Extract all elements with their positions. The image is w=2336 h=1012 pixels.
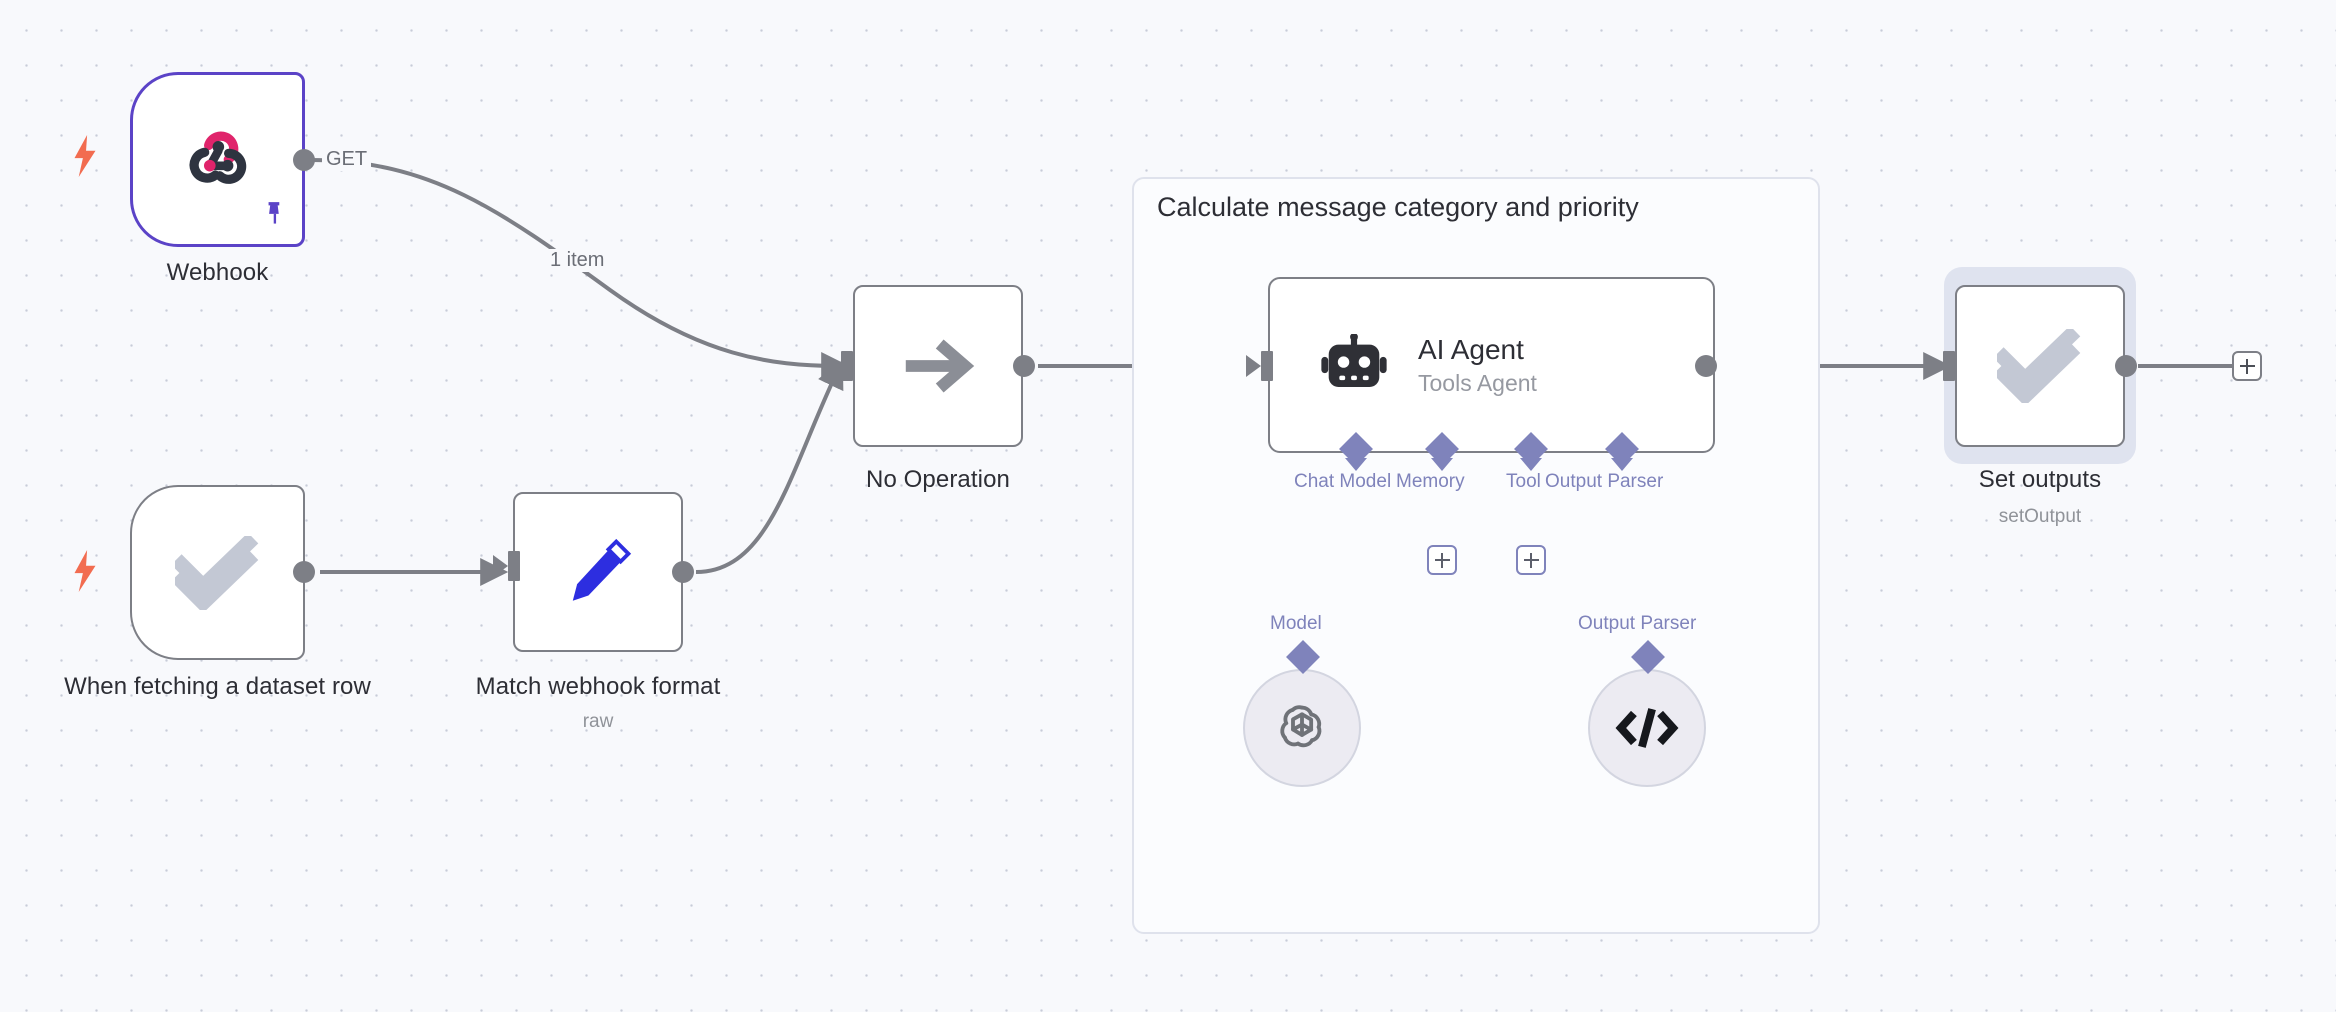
node-sublabel-match-webhook-format: raw xyxy=(582,711,614,732)
port-in-arrow-match-webhook-format xyxy=(493,555,508,577)
node-label-ai-agent: AI Agent xyxy=(1418,334,1524,365)
node-label-no-operation: No Operation xyxy=(866,466,1010,493)
double-check-icon xyxy=(1997,329,2083,403)
node-openai-chat-model[interactable] xyxy=(1243,669,1361,787)
port-out-when-fetching-a-dataset-row[interactable] xyxy=(293,561,315,583)
node-label-set-outputs: Set outputs xyxy=(1978,466,2102,493)
pin-icon[interactable] xyxy=(262,200,288,230)
node-set-outputs[interactable] xyxy=(1955,285,2125,447)
port-out-set-outputs[interactable] xyxy=(2115,355,2137,377)
arrow-right-icon xyxy=(899,336,977,396)
openai-icon xyxy=(1271,697,1333,759)
node-label-webhook: Webhook xyxy=(166,259,269,286)
node-label-when-fetching-a-dataset-row: When fetching a dataset row xyxy=(64,673,371,700)
ai-subport-label-model: Model xyxy=(1270,613,1322,634)
edge-match-to-noop xyxy=(695,359,844,574)
node-sublabel-set-outputs: setOutput xyxy=(1998,506,2082,527)
port-in-match-webhook-format[interactable] xyxy=(508,551,520,581)
ai-subport-label-output-parser: Output Parser xyxy=(1578,613,1697,634)
group-title: Calculate message category and priority xyxy=(1157,192,1639,222)
port-out-no-operation[interactable] xyxy=(1013,355,1035,377)
trigger-bolt-icon-webhook xyxy=(72,135,98,182)
robot-icon xyxy=(1316,334,1392,396)
node-when-fetching-a-dataset-row[interactable] xyxy=(130,485,305,660)
edge-label-1-item: 1 item xyxy=(546,249,609,272)
ai-port-label-tool: Tool xyxy=(1506,471,1541,492)
port-out-ai-agent[interactable] xyxy=(1695,355,1717,377)
node-structured-output-parser[interactable] xyxy=(1588,669,1706,787)
port-out-match-webhook-format[interactable] xyxy=(672,561,694,583)
webhook-icon xyxy=(177,119,259,201)
port-in-ai-agent[interactable] xyxy=(1261,351,1273,381)
ai-port-label-output-parser: Output Parser xyxy=(1545,471,1664,492)
ai-port-label-memory: Memory xyxy=(1396,471,1465,492)
node-label-match-webhook-format: Match webhook format xyxy=(475,673,721,700)
ai-port-label-chat-model: Chat Model xyxy=(1294,471,1392,492)
code-brackets-icon xyxy=(1615,703,1679,753)
edge-label-get: GET xyxy=(322,148,372,171)
port-out-webhook[interactable] xyxy=(293,149,315,171)
trigger-bolt-icon-dataset xyxy=(72,550,98,597)
add-tool-button[interactable] xyxy=(1516,545,1546,575)
port-in-arrow-set-outputs xyxy=(1928,355,1943,377)
node-sublabel-ai-agent: Tools Agent xyxy=(1418,370,1537,396)
port-in-arrow-no-operation xyxy=(826,355,841,377)
pencil-icon xyxy=(558,532,638,612)
port-in-arrow-ai-agent xyxy=(1246,355,1261,377)
node-no-operation[interactable] xyxy=(853,285,1023,447)
double-check-icon xyxy=(174,535,261,610)
node-match-webhook-format[interactable] xyxy=(513,492,683,652)
add-node-button[interactable] xyxy=(2232,351,2262,381)
add-memory-button[interactable] xyxy=(1427,545,1457,575)
port-in-set-outputs[interactable] xyxy=(1943,351,1955,381)
port-in-no-operation[interactable] xyxy=(841,351,853,381)
node-ai-agent[interactable]: AI Agent Tools Agent xyxy=(1268,277,1715,453)
